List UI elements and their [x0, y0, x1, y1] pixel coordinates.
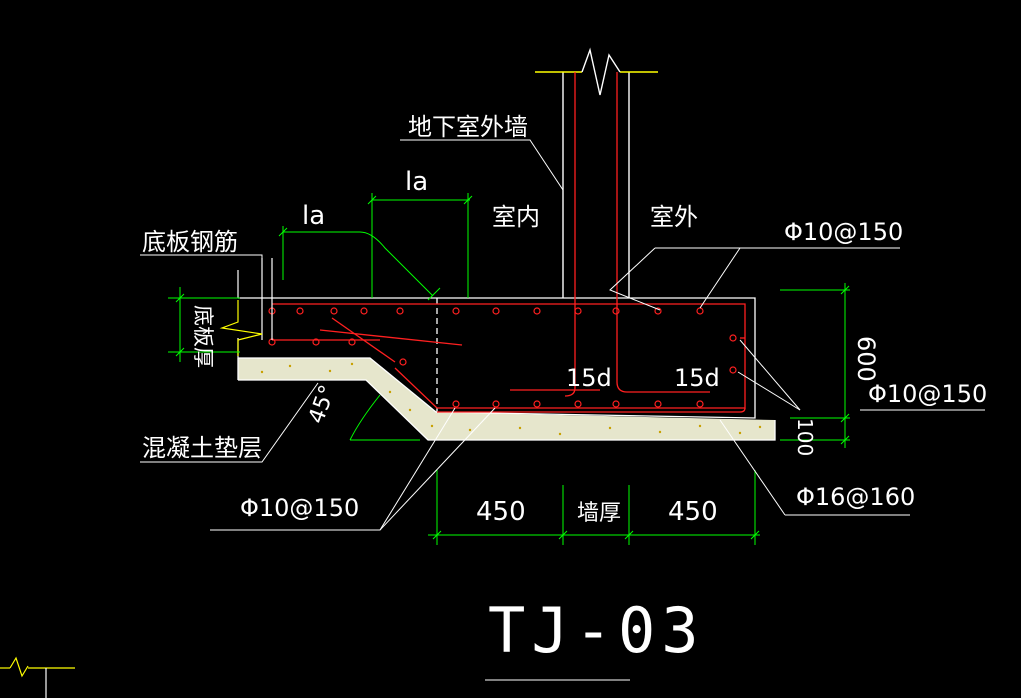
slab-outline: [237, 297, 776, 441]
label-concrete-cushion: 混凝土垫层: [142, 434, 262, 462]
label-la-top: la: [405, 167, 428, 197]
label-dim-right: 450: [668, 497, 718, 527]
label-rebar-bottom-left: Φ10@150: [240, 494, 359, 522]
label-rebar-bottom-right: Φ16@160: [796, 483, 915, 511]
label-interior: 室内: [492, 203, 540, 231]
label-rebar-top-right: Φ10@150: [784, 218, 903, 246]
label-angle: 45°: [304, 382, 341, 427]
dimension-lines: [168, 193, 850, 545]
leader-lines: [140, 139, 985, 681]
label-slab-rebar: 底板钢筋: [142, 228, 238, 256]
concrete-cushion: [238, 358, 775, 440]
label-dim-wall: 墙厚: [577, 501, 621, 526]
slab-rebar: [272, 298, 746, 413]
basement-wall: [535, 47, 658, 298]
label-dim-height: 600: [852, 336, 880, 382]
break-symbol-bottom: [0, 656, 75, 678]
break-symbol-left: [219, 300, 263, 356]
label-dim-left: 450: [476, 497, 526, 527]
label-dim-cushion: 100: [793, 418, 817, 456]
label-slab-thickness: 底板厚: [191, 305, 215, 368]
drawing-title: TJ-03: [488, 594, 705, 667]
label-rebar-side-right: Φ10@150: [868, 380, 987, 408]
label-anchor-left: 15d: [566, 364, 612, 392]
label-basement-wall: 地下室外墙: [408, 113, 528, 141]
label-anchor-right: 15d: [674, 364, 720, 392]
label-exterior: 室外: [650, 203, 698, 231]
slab-rebar-leadin: [237, 258, 273, 358]
label-la-left: la: [302, 201, 325, 231]
labels: 地下室外墙 la la 室内 室外 底板钢筋 底板厚 混凝土垫层 45° Φ10…: [142, 113, 987, 667]
